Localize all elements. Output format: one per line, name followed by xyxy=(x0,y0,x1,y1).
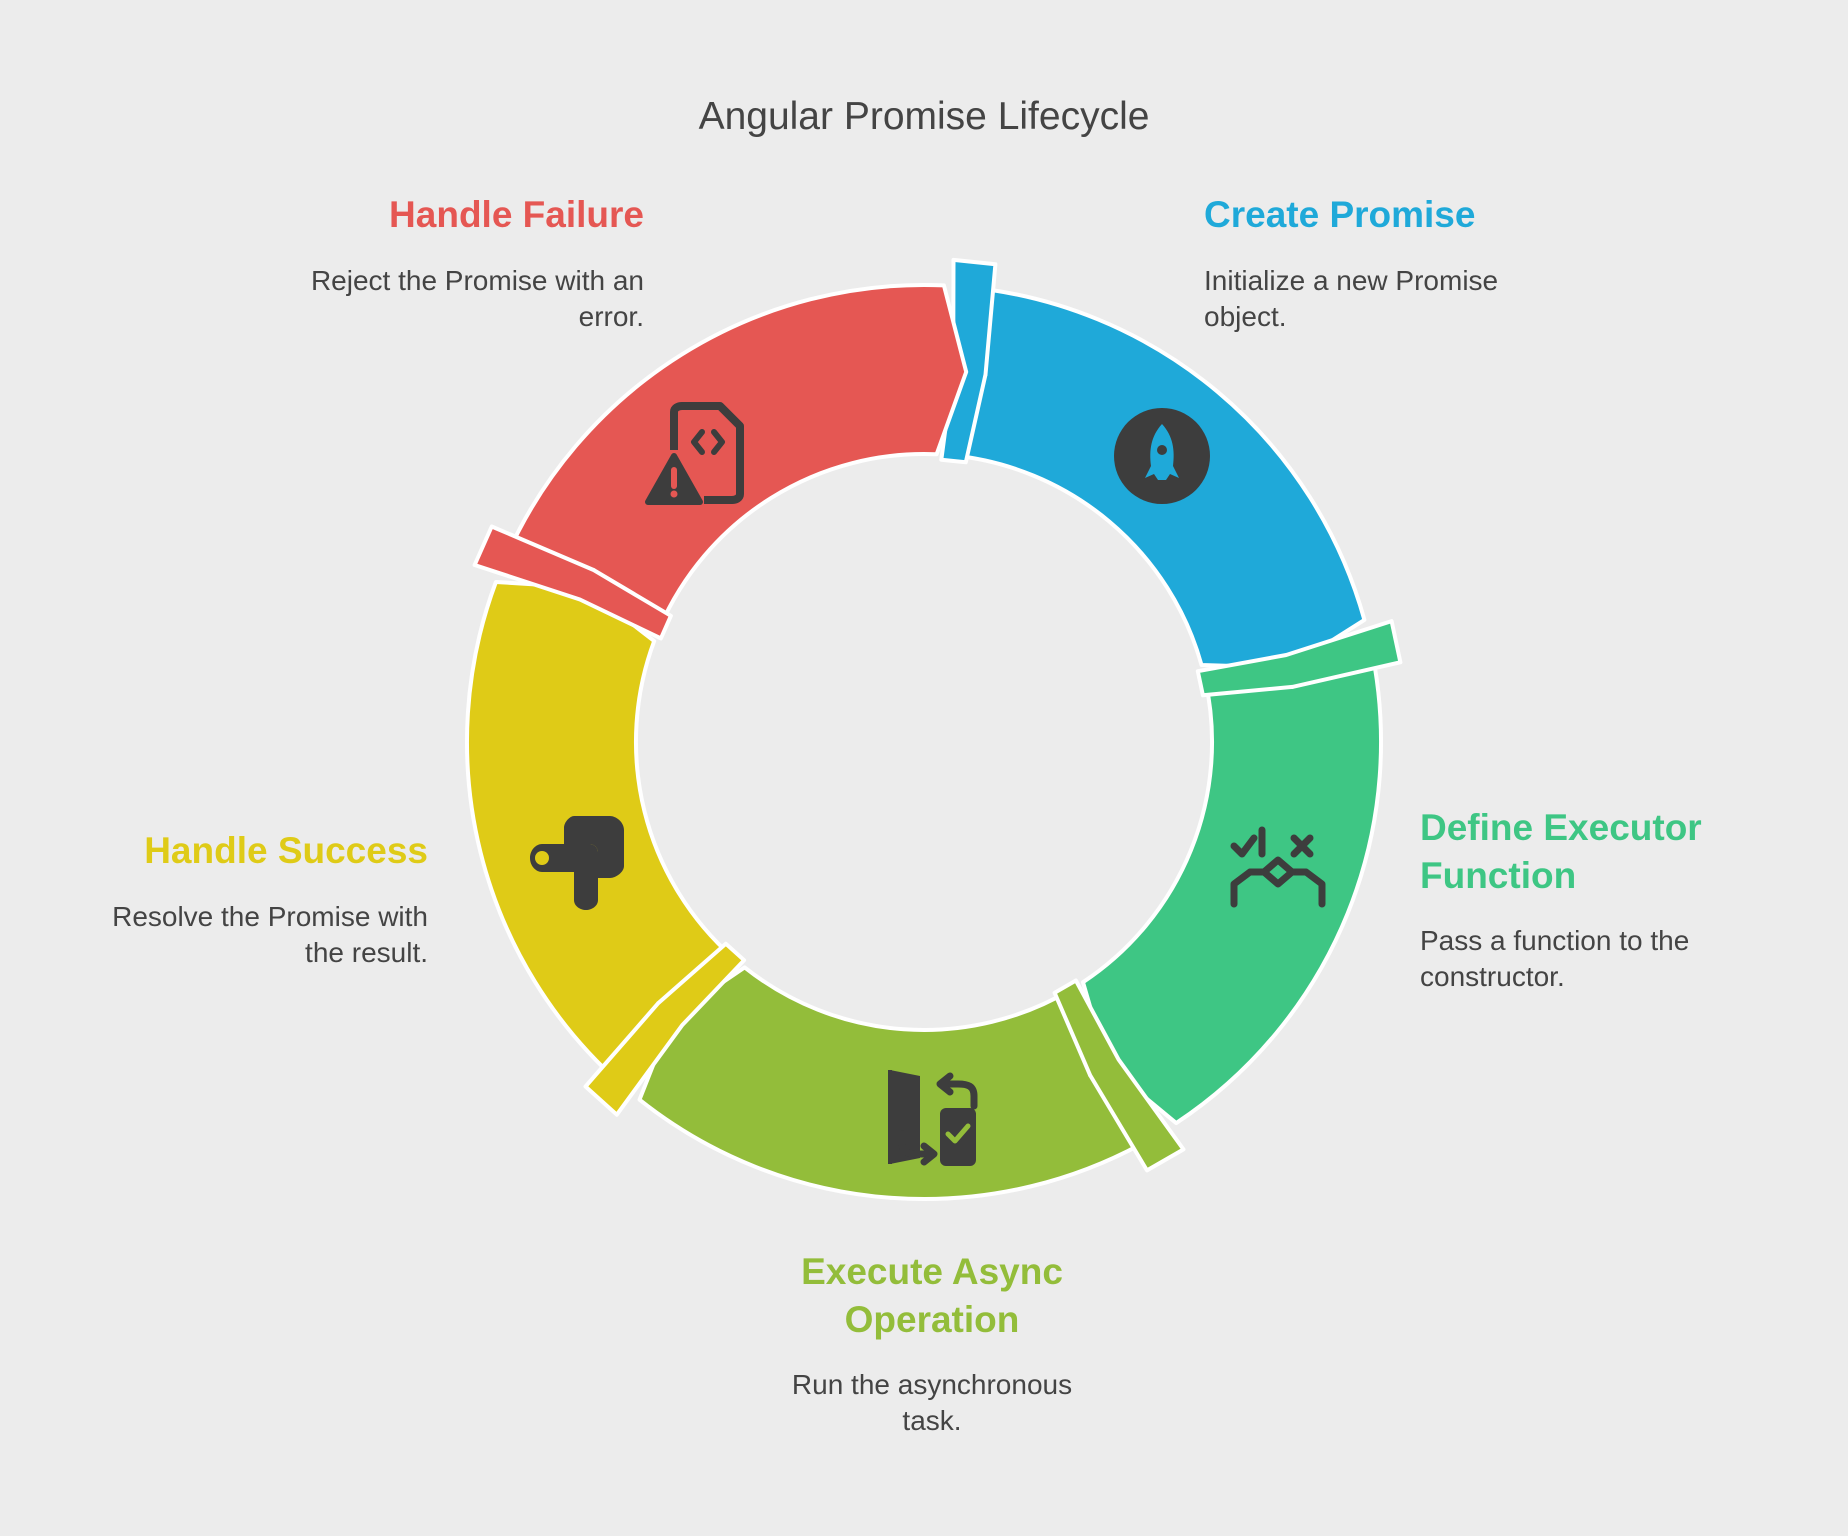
step-title-define-executor: Define Executor Function xyxy=(1420,807,1702,896)
segment-define-executor-tab xyxy=(1195,619,1403,698)
step-description-define-executor: Pass a function to the constructor. xyxy=(1420,925,1690,992)
step-title-create-promise: Create Promise xyxy=(1204,194,1476,235)
step-description-create-promise: Initialize a new Promise object. xyxy=(1204,265,1499,332)
google-tag-manager-icon xyxy=(530,816,624,910)
diagram-title: Angular Promise Lifecycle xyxy=(698,95,1150,138)
ring-segments xyxy=(464,257,1403,1201)
segment-handle-failure xyxy=(502,282,969,630)
step-title-execute-async: Execute Async Operation xyxy=(801,1251,1063,1340)
step-description-handle-success: Resolve the Promise with the result. xyxy=(112,901,428,968)
door-phone-transfer-icon xyxy=(888,1070,978,1166)
segment-icons xyxy=(530,402,1326,1166)
segment-execute-async-tab xyxy=(1052,978,1186,1173)
step-description-handle-failure: Reject the Promise with an error. xyxy=(310,265,644,332)
segment-handle-failure-tab xyxy=(472,524,673,641)
claw-check-cross-icon xyxy=(1230,826,1326,908)
code-file-warning-icon xyxy=(645,402,744,505)
step-title-handle-success: Handle Success xyxy=(144,830,428,871)
segment-handle-success-tab xyxy=(583,941,747,1117)
step-description-execute-async: Run the asynchronous task. xyxy=(791,1369,1073,1436)
rocket-icon xyxy=(1114,408,1210,504)
step-title-handle-failure: Handle Failure xyxy=(389,194,644,235)
